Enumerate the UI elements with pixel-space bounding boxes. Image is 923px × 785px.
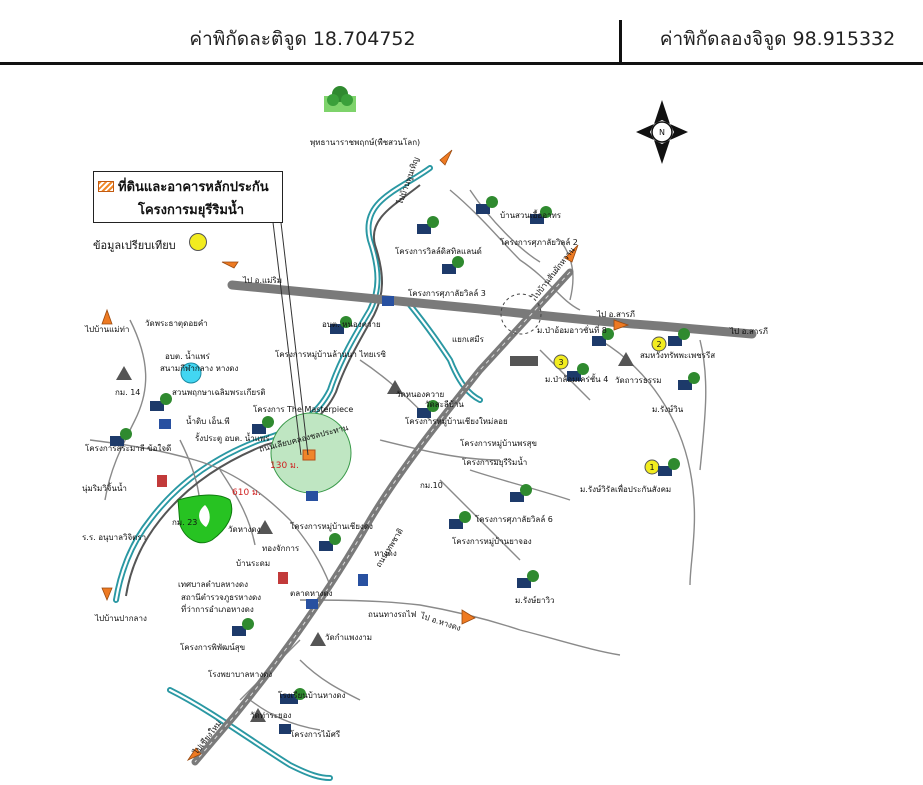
- comparison-legend-label: ข้อมูลเปรียบเทียบ: [93, 239, 176, 252]
- svg-text:โครงการวิลล์ดิสทิลแลนด์: โครงการวิลล์ดิสทิลแลนด์: [395, 246, 482, 256]
- svg-text:โครงการมยุรีริมน้ำ: โครงการมยุรีริมน้ำ: [462, 456, 527, 467]
- svg-text:รั้งประตู อบต. น้ำแพร่: รั้งประตู อบต. น้ำแพร่: [195, 432, 270, 444]
- svg-text:โครงการหมู่บ้านเชียงดง: โครงการหมู่บ้านเชียงดง: [290, 521, 373, 532]
- tree-icon: [324, 86, 356, 112]
- svg-text:หางดง: หางดง: [374, 549, 397, 558]
- svg-text:สวนพฤกษาเฉลิมพระเกียรติ: สวนพฤกษาเฉลิมพระเกียรติ: [172, 388, 266, 397]
- header-rule: [0, 62, 923, 65]
- legend-line1: ที่ดินและอาคารหลักประกัน: [118, 180, 269, 195]
- svg-text:สถานีตำรวจภูธรหางดง: สถานีตำรวจภูธรหางดง: [181, 593, 261, 603]
- project-site-marker: [302, 449, 316, 461]
- comparison-markers: 3 2 1: [553, 336, 667, 475]
- svg-text:อบต. หนองควาย: อบต. หนองควาย: [322, 320, 381, 329]
- svg-text:โครงการ The Masterpiece: โครงการ The Masterpiece: [253, 404, 353, 414]
- landmark-icons: [110, 196, 700, 734]
- svg-text:N: N: [659, 128, 665, 137]
- svg-text:กม. 14: กม. 14: [115, 388, 140, 397]
- svg-text:โรงพยาบาลหางดง: โรงพยาบาลหางดง: [208, 669, 272, 679]
- svg-text:ม.ป่าอ้อมอาวชั่นที่ 8: ม.ป่าอ้อมอาวชั่นที่ 8: [537, 324, 607, 335]
- svg-text:ม.ป่าล้อมเคร่ชั้น 4: ม.ป่าล้อมเคร่ชั้น 4: [545, 373, 608, 384]
- svg-text:โครงการศุภาลัยวิลล์ 2: โครงการศุภาลัยวิลล์ 2: [500, 237, 578, 247]
- svg-text:สมหวังทรัพพะเพชรรีส: สมหวังทรัพพะเพชรรีส: [640, 351, 715, 360]
- svg-text:ไปบ้านแม่ท่า: ไปบ้านแม่ท่า: [84, 325, 129, 334]
- intersection-circle: [500, 293, 542, 335]
- svg-text:ไปบ้านปากลาง: ไปบ้านปากลาง: [94, 614, 147, 623]
- svg-text:วัดหางดง: วัดหางดง: [228, 525, 261, 534]
- reservoir: [180, 362, 202, 384]
- svg-text:ไป อ.สารภี: ไป อ.สารภี: [729, 327, 768, 336]
- coordinate-header: ค่าพิกัดละติจูด 18.704752 ค่าพิกัดลองจิจ…: [0, 0, 923, 65]
- svg-text:ม.รังษ์ยาวิว: ม.รังษ์ยาวิว: [515, 595, 554, 605]
- svg-text:ที่ว่าการอำเภอหางดง: ที่ว่าการอำเภอหางดง: [181, 603, 254, 614]
- direction-arrows: [101, 149, 630, 761]
- svg-text:โรงเรียนบ้านหางดง: โรงเรียนบ้านหางดง: [278, 690, 346, 700]
- svg-text:ตลาดหางดง: ตลาดหางดง: [290, 589, 333, 598]
- svg-text:บ้านสวนเอื้ออาทร: บ้านสวนเอื้ออาทร: [500, 209, 562, 220]
- svg-text:บ้านระดม: บ้านระดม: [236, 559, 270, 568]
- svg-text:ไป อ.แม่ริม: ไป อ.แม่ริม: [242, 276, 282, 285]
- header-divider: [619, 20, 622, 64]
- svg-text:โครงการศุภาลัยวิลล์ 6: โครงการศุภาลัยวิลล์ 6: [475, 514, 553, 524]
- svg-text:ม.รังษ์วิรัลเพื่อประกันสังคม: ม.รังษ์วิรัลเพื่อประกันสังคม: [580, 483, 671, 494]
- canal-road: [125, 184, 421, 597]
- svg-text:ไป อ.หางดง: ไป อ.หางดง: [418, 611, 462, 633]
- north-arrow-compass: N: [636, 100, 688, 164]
- svg-text:วัดพระธาตุดอยคำ: วัดพระธาตุดอยคำ: [145, 319, 208, 328]
- location-map: N 3 2 1: [82, 86, 768, 781]
- svg-text:1: 1: [649, 463, 654, 472]
- svg-text:สนามกีฬากลาง หางดง: สนามกีฬากลาง หางดง: [160, 364, 238, 373]
- svg-text:โครงการสระมาลี ข้อใจดี: โครงการสระมาลี ข้อใจดี: [85, 443, 171, 453]
- svg-text:โครงการหมู่บ้านเชียงใหม่ลอย: โครงการหมู่บ้านเชียงใหม่ลอย: [405, 416, 508, 427]
- svg-text:2: 2: [656, 340, 661, 349]
- svg-text:วัดกำแพงงาม: วัดกำแพงงาม: [325, 633, 372, 642]
- svg-text:วัดสะลีบ้าน: วัดสะลีบ้าน: [425, 400, 464, 409]
- svg-text:โครงการพิพัฒน์สุข: โครงการพิพัฒน์สุข: [180, 642, 245, 652]
- svg-text:โครงการหมู่บ้านล้านนา ไทยเรซิ: โครงการหมู่บ้านล้านนา ไทยเรซิ: [275, 349, 386, 360]
- svg-text:610 ม.: 610 ม.: [232, 488, 261, 498]
- label-botanical: พุทธานาราชพฤกษ์(พืชสวนโลก): [310, 137, 420, 147]
- svg-text:ไปบ้านพูนเทิญ: ไปบ้านพูนเทิญ: [395, 156, 422, 207]
- svg-text:โครงการศุภาลัยวิลล์ 3: โครงการศุภาลัยวิลล์ 3: [408, 288, 486, 298]
- svg-text:ม.รังษ์วิน: ม.รังษ์วิน: [652, 404, 684, 414]
- svg-text:ถนนทางรถไฟ: ถนนทางรถไฟ: [368, 610, 417, 619]
- svg-text:นุ่มริมวิจิ้นน้ำ: นุ่มริมวิจิ้นน้ำ: [82, 482, 127, 493]
- svg-text:แยกเสมีร: แยกเสมีร: [452, 335, 485, 344]
- legend-swatch: [98, 181, 114, 192]
- svg-text:โครงการหมู่บ้านยาจอง: โครงการหมู่บ้านยาจอง: [452, 536, 532, 547]
- svg-text:อบต. น้ำแพร่: อบต. น้ำแพร่: [165, 350, 211, 361]
- svg-text:โครงการไม้ศรี: โครงการไม้ศรี: [290, 729, 341, 739]
- legend-box: ที่ดินและอาคารหลักประกัน โครงการมยุรีริม…: [93, 171, 283, 223]
- legend-line2: โครงการมยุรีริมน้ำ: [138, 203, 245, 218]
- svg-text:วัดท่าระยอง: วัดท่าระยอง: [250, 711, 292, 720]
- svg-text:โครงการหมู่บ้านพรสุข: โครงการหมู่บ้านพรสุข: [460, 438, 537, 449]
- svg-text:3: 3: [558, 358, 563, 367]
- svg-text:วัดถาวรธรรม: วัดถาวรธรรม: [615, 376, 662, 385]
- svg-text:กม. 23: กม. 23: [172, 518, 197, 527]
- svg-text:เทศบาลตำบลหางดง: เทศบาลตำบลหางดง: [178, 580, 248, 589]
- svg-text:น้ำดิบ เอ็น.พี: น้ำดิบ เอ็น.พี: [186, 415, 230, 426]
- svg-text:130 ม.: 130 ม.: [270, 461, 299, 471]
- comparison-legend-dot: [189, 233, 207, 251]
- svg-text:กม.10: กม.10: [420, 481, 443, 490]
- svg-text:ทองจักการ: ทองจักการ: [262, 544, 300, 553]
- svg-text:วัดหนองควาย: วัดหนองควาย: [396, 390, 444, 399]
- svg-text:ร.ร. อนุบาลวิจิตรา: ร.ร. อนุบาลวิจิตรา: [82, 533, 146, 542]
- svg-text:ถนนเทพชาติ: ถนนเทพชาติ: [374, 527, 405, 569]
- map-labels: พุทธานาราชพฤกษ์(พืชสวนโลก) บ้านสวนเอื้ออ…: [82, 137, 768, 757]
- longitude-text: ค่าพิกัดลองจิจูด 98.915332: [659, 28, 896, 50]
- latitude-text: ค่าพิกัดละติจูด 18.704752: [189, 28, 416, 50]
- svg-text:ไป อ.สารภี: ไป อ.สารภี: [596, 310, 635, 319]
